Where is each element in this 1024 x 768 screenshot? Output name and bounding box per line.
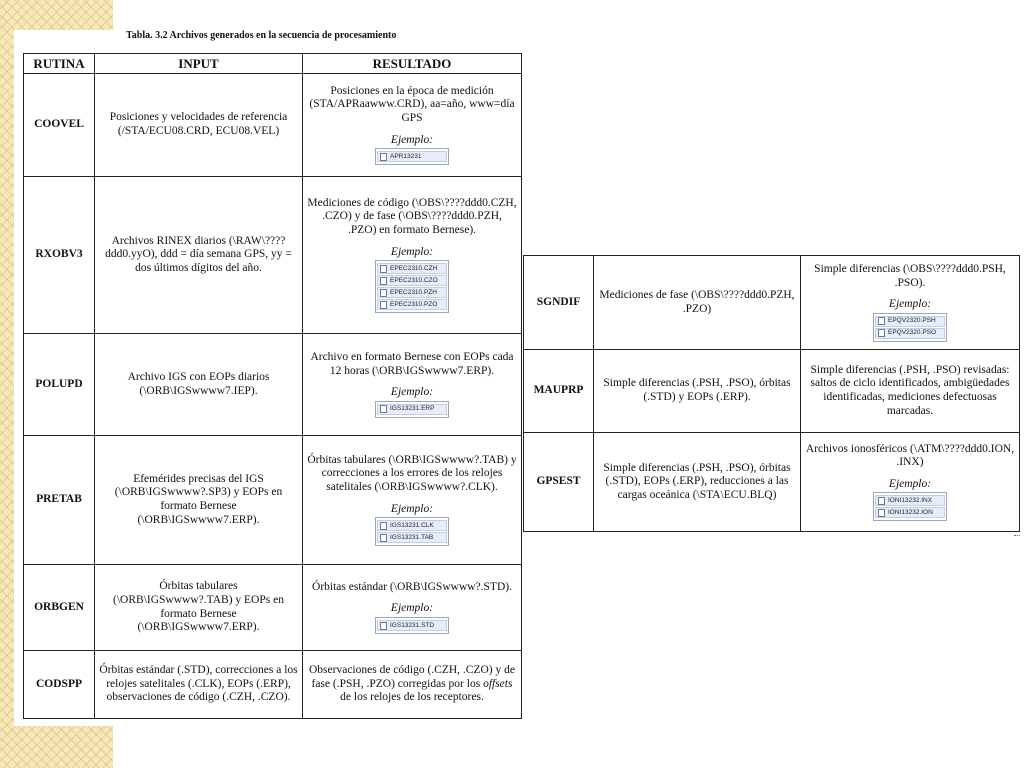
file-icon <box>380 533 387 542</box>
header-resultado: RESULTADO <box>302 53 522 74</box>
header-input: INPUT <box>94 53 303 74</box>
example-label: Ejemplo: <box>888 298 932 311</box>
file-list: IONI13232.INX IONI13232.ION <box>873 492 947 522</box>
file-item: IGS13231.TAB <box>377 532 447 544</box>
routine-name: COOVEL <box>23 73 95 177</box>
file-item: IONI13232.INX <box>875 495 945 507</box>
file-list: EPQV2320.PSH EPQV2320.PSO <box>873 312 947 342</box>
example-label: Ejemplo: <box>390 133 434 146</box>
result-cell: Archivo en formato Bernese con EOPs cada… <box>302 333 522 436</box>
result-cell: Posiciones en la época de medición (STA/… <box>302 73 522 177</box>
file-item: IGS13231.ERP <box>377 403 447 415</box>
file-item: EPQV2320.PSH <box>875 315 945 327</box>
file-item: IGS13231.CLK <box>377 520 447 532</box>
result-text: Archivos ionosféricos (\ATM\????ddd0.ION… <box>805 442 1015 469</box>
table-row: ORBGEN Órbitas tabulares (\ORB\IGSwwww?.… <box>23 564 522 651</box>
file-list: IGS13231.ERP <box>375 400 449 418</box>
table-header-row: RUTINA INPUT RESULTADO <box>23 53 522 74</box>
result-text: Archivo en formato Bernese con EOPs cada… <box>310 351 514 377</box>
routine-name: GPSEST <box>523 432 594 532</box>
input-cell: Simple diferencias (.PSH, .PSO), órbitas… <box>593 349 801 433</box>
file-item: IGS13231.STD <box>377 620 447 632</box>
result-text: Mediciones de código (\OBS\????ddd0.CZH,… <box>307 196 517 236</box>
result-cell: Órbitas estándar (\ORB\IGSwwww?.STD). Ej… <box>302 564 522 651</box>
table-row: CODSPP Órbitas estándar (.STD), correcci… <box>23 650 522 719</box>
offsets-emphasis: offsets <box>483 677 513 690</box>
input-cell: Órbitas tabulares (\ORB\IGSwwww?.TAB) y … <box>94 564 303 651</box>
file-icon <box>380 152 387 161</box>
file-icon <box>380 300 387 309</box>
processing-table-continued: SGNDIF Mediciones de fase (\OBS\????ddd0… <box>523 255 1020 532</box>
result-cell: Archivos ionosféricos (\ATM\????ddd0.ION… <box>800 432 1020 532</box>
input-cell: Mediciones de fase (\OBS\????ddd0.PZH, .… <box>593 255 801 350</box>
file-item: IONI13232.ION <box>875 507 945 519</box>
table-row: GPSEST Simple diferencias (.PSH, .PSO), … <box>523 432 1020 532</box>
routine-name: RXOBV3 <box>23 176 95 334</box>
example-label: Ejemplo: <box>390 602 434 615</box>
routine-name: CODSPP <box>23 650 95 719</box>
file-icon <box>380 276 387 285</box>
input-cell: Órbitas estándar (.STD), correcciones a … <box>94 650 303 719</box>
file-item: EPEC2310.CZO <box>377 275 447 287</box>
file-icon <box>878 317 885 326</box>
result-text: Órbitas estándar (\ORB\IGSwwww?.STD). <box>312 580 512 593</box>
header-rutina: RUTINA <box>23 53 95 74</box>
file-list: IGS13231.STD <box>375 617 449 635</box>
result-cell: Mediciones de código (\OBS\????ddd0.CZH,… <box>302 176 522 334</box>
routine-name: ORBGEN <box>23 564 95 651</box>
file-item: EPEC2310.PZH <box>377 287 447 299</box>
routine-name: MAUPRP <box>523 349 594 433</box>
example-label: Ejemplo: <box>390 502 434 515</box>
file-item: EPEC2310.CZH <box>377 263 447 275</box>
table-row: SGNDIF Mediciones de fase (\OBS\????ddd0… <box>523 255 1020 350</box>
file-item: APR13231 <box>377 151 447 163</box>
result-cell: Simple diferencias (\OBS\????ddd0.PSH, .… <box>800 255 1020 350</box>
table-row: COOVEL Posiciones y velocidades de refer… <box>23 73 522 177</box>
file-icon <box>380 521 387 530</box>
file-icon <box>380 264 387 273</box>
file-list: APR13231 <box>375 148 449 166</box>
example-label: Ejemplo: <box>390 245 434 258</box>
result-cell: Órbitas tabulares (\ORB\IGSwwww?.TAB) y … <box>302 435 522 565</box>
table-end-mark <box>1014 531 1020 536</box>
routine-name: PRETAB <box>23 435 95 565</box>
example-label: Ejemplo: <box>888 477 932 490</box>
file-list: IGS13231.CLK IGS13231.TAB <box>375 517 449 547</box>
processing-table-main: RUTINA INPUT RESULTADO COOVEL Posiciones… <box>23 53 522 719</box>
input-cell: Simple diferencias (.PSH, .PSO), órbitas… <box>593 432 801 532</box>
routine-name: POLUPD <box>23 333 95 436</box>
file-icon <box>380 288 387 297</box>
input-cell: Efemérides precisas del IGS (\ORB\IGSwww… <box>94 435 303 565</box>
input-cell: Archivo IGS con EOPs diarios (\ORB\IGSww… <box>94 333 303 436</box>
input-cell: Archivos RINEX diarios (\RAW\????ddd0.yy… <box>94 176 303 334</box>
table-row: MAUPRP Simple diferencias (.PSH, .PSO), … <box>523 349 1020 433</box>
file-list: EPEC2310.CZH EPEC2310.CZO EPEC2310.PZH E… <box>375 260 449 314</box>
file-icon <box>878 508 885 517</box>
result-text: Posiciones en la época de medición (STA/… <box>309 84 515 124</box>
result-cell: Simple diferencias (.PSH, .PSO) revisada… <box>800 349 1020 433</box>
result-cell: Observaciones de código (.CZH, .CZO) y d… <box>302 650 522 719</box>
file-item: EPQV2320.PSO <box>875 327 945 339</box>
input-cell: Posiciones y velocidades de referencia (… <box>94 73 303 177</box>
file-icon <box>878 496 885 505</box>
result-text: Simple diferencias (\OBS\????ddd0.PSH, .… <box>814 263 1006 289</box>
table-row: RXOBV3 Archivos RINEX diarios (\RAW\????… <box>23 176 522 334</box>
table-caption: Tabla. 3.2 Archivos generados en la secu… <box>126 30 397 41</box>
file-icon <box>380 405 387 414</box>
file-item: EPEC2310.PZO <box>377 299 447 311</box>
example-label: Ejemplo: <box>390 386 434 399</box>
table-row: POLUPD Archivo IGS con EOPs diarios (\OR… <box>23 333 522 436</box>
result-text: Órbitas tabulares (\ORB\IGSwwww?.TAB) y … <box>307 453 517 493</box>
table-row: PRETAB Efemérides precisas del IGS (\ORB… <box>23 435 522 565</box>
routine-name: SGNDIF <box>523 255 594 350</box>
file-icon <box>380 621 387 630</box>
file-icon <box>878 329 885 338</box>
